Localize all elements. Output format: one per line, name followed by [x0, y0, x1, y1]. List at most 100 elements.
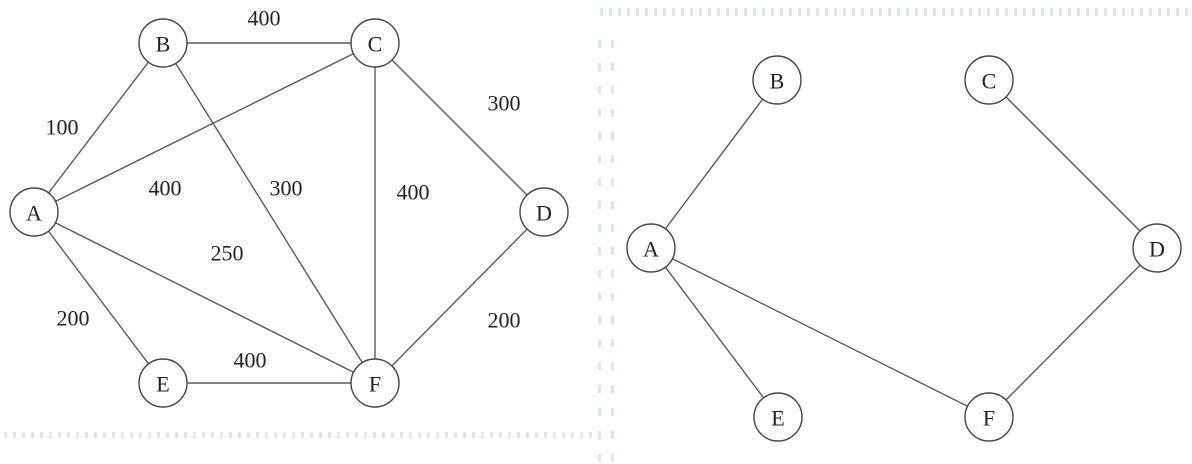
dot	[611, 316, 614, 324]
dot	[987, 8, 990, 16]
dot	[157, 432, 160, 438]
dot	[1113, 8, 1116, 16]
dot	[609, 8, 612, 16]
dot	[771, 8, 774, 16]
node-label: C	[982, 69, 997, 94]
node-circle	[964, 392, 1014, 442]
node-label: A	[26, 201, 42, 226]
left-edge-AB	[33, 42, 164, 213]
node-circle	[753, 392, 803, 442]
dot	[1131, 8, 1134, 16]
dot	[996, 8, 999, 16]
dot	[942, 8, 945, 16]
dot	[472, 432, 475, 438]
dot	[915, 8, 918, 16]
dot	[229, 432, 232, 438]
dot	[553, 432, 556, 438]
right-node-F: F	[964, 392, 1014, 442]
dot	[139, 432, 142, 438]
dot	[67, 432, 70, 438]
dot	[627, 8, 630, 16]
node-circle	[626, 223, 676, 273]
node-circle	[138, 18, 188, 68]
dot	[526, 432, 529, 438]
dot	[663, 8, 666, 16]
dot	[148, 432, 151, 438]
dot	[589, 432, 592, 438]
dot	[22, 432, 25, 438]
node-circle	[519, 187, 569, 237]
dot	[301, 432, 304, 438]
dot	[611, 454, 614, 462]
dot	[517, 432, 520, 438]
dot	[1032, 8, 1035, 16]
dot	[130, 432, 133, 438]
dot	[611, 86, 614, 94]
dot	[355, 432, 358, 438]
dot	[220, 432, 223, 438]
dot	[645, 8, 648, 16]
node-label: B	[770, 69, 785, 94]
dot	[1158, 8, 1161, 16]
dot	[834, 8, 837, 16]
dot	[598, 454, 601, 462]
right-node-C: C	[964, 55, 1014, 105]
node-label: A	[643, 237, 659, 262]
dot	[1014, 8, 1017, 16]
dot	[825, 8, 828, 16]
dot	[699, 8, 702, 16]
dot	[1122, 8, 1125, 16]
edge-weight-CF: 400	[397, 180, 430, 205]
dot	[816, 8, 819, 16]
dot	[481, 432, 484, 438]
dot	[166, 432, 169, 438]
dot	[798, 8, 801, 16]
dot	[1149, 8, 1152, 16]
dot	[618, 8, 621, 16]
dot	[780, 8, 783, 16]
dot	[58, 432, 61, 438]
dot	[1104, 8, 1107, 16]
dot	[238, 432, 241, 438]
left-edge-AE	[33, 211, 164, 384]
dot	[76, 432, 79, 438]
right-edge-CD	[988, 79, 1158, 249]
dot	[562, 432, 565, 438]
dot	[726, 8, 729, 16]
dot	[951, 8, 954, 16]
left-edge-DF	[374, 211, 545, 384]
dot	[211, 432, 214, 438]
dot	[283, 432, 286, 438]
dot	[978, 8, 981, 16]
dot	[454, 432, 457, 438]
dot	[391, 432, 394, 438]
right-node-A: A	[626, 223, 676, 273]
dot	[598, 316, 601, 324]
dot	[861, 8, 864, 16]
dot	[598, 86, 601, 94]
right-node-B: B	[752, 55, 802, 105]
dot	[1167, 8, 1170, 16]
node-circle	[138, 358, 188, 408]
dot	[600, 8, 603, 16]
edge-weight-EF: 400	[234, 348, 267, 373]
dot	[852, 8, 855, 16]
edge-weight-CD: 300	[488, 91, 521, 116]
dot	[49, 432, 52, 438]
dot	[364, 432, 367, 438]
edge-weight-AB: 100	[46, 115, 79, 140]
dot	[247, 432, 250, 438]
dot	[598, 132, 601, 140]
dot	[544, 432, 547, 438]
dot	[807, 8, 810, 16]
dot	[735, 8, 738, 16]
dot	[598, 224, 601, 232]
edge-weight-AF: 250	[211, 241, 244, 266]
dot	[1176, 8, 1179, 16]
left-node-E: E	[138, 358, 188, 408]
dot	[274, 432, 277, 438]
